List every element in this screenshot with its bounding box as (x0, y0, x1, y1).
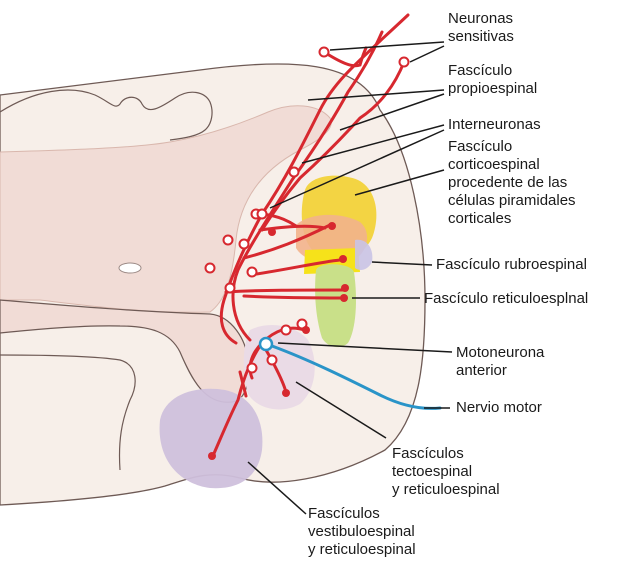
label-propioespinal-line2: propioespinal (448, 80, 537, 98)
label-nervio-motor: Nervio motor (456, 399, 542, 417)
label-vestibuloespinal-line3: y reticuloespinal (308, 541, 416, 559)
central-canal (119, 263, 141, 273)
label-neuronas: Neuronas sensitivas (448, 10, 514, 46)
label-tectoespinal: Fascículos tectoespinal y reticuloespina… (392, 445, 500, 499)
label-corticoespinal-line1: Fascículo (448, 138, 576, 156)
label-rubroespinal-line1: Fascículo rubroespinal (436, 256, 587, 274)
label-neuronas-line2: sensitivas (448, 28, 514, 46)
label-propioespinal-line1: Fascículo (448, 62, 537, 80)
label-corticoespinal-line4: células piramidales (448, 192, 576, 210)
label-corticoespinal-line5: corticales (448, 210, 576, 228)
label-corticoespinal-line2: corticoespinal (448, 156, 576, 174)
label-tectoespinal-line3: y reticuloespinal (392, 481, 500, 499)
label-vestibuloespinal: Fascículos vestibuloespinal y reticuloes… (308, 505, 416, 559)
label-reticuloespinal-line1: Fascículo reticuloesplnal (424, 290, 588, 308)
label-propioespinal: Fascículo propioespinal (448, 62, 537, 98)
label-neuronas-line1: Neuronas (448, 10, 514, 28)
label-vestibuloespinal-line2: vestibuloespinal (308, 523, 416, 541)
label-corticoespinal-line3: procedente de las (448, 174, 576, 192)
label-tectoespinal-line2: tectoespinal (392, 463, 500, 481)
label-corticoespinal: Fascículo corticoespinal procedente de l… (448, 138, 576, 228)
label-reticuloespinal: Fascículo reticuloesplnal (424, 290, 588, 308)
label-motoneurona-line1: Motoneurona (456, 344, 544, 362)
label-vestibuloespinal-line1: Fascículos (308, 505, 416, 523)
label-interneuronas: Interneuronas (448, 116, 541, 134)
reticulospinal-tract (315, 264, 356, 347)
label-tectoespinal-line1: Fascículos (392, 445, 500, 463)
label-motoneurona: Motoneurona anterior (456, 344, 544, 380)
label-rubroespinal: Fascículo rubroespinal (436, 256, 587, 274)
anterior-motor-neuron (260, 338, 272, 350)
label-interneuronas-line1: Interneuronas (448, 116, 541, 134)
label-motoneurona-line2: anterior (456, 362, 544, 380)
label-nervio-motor-line1: Nervio motor (456, 399, 542, 417)
